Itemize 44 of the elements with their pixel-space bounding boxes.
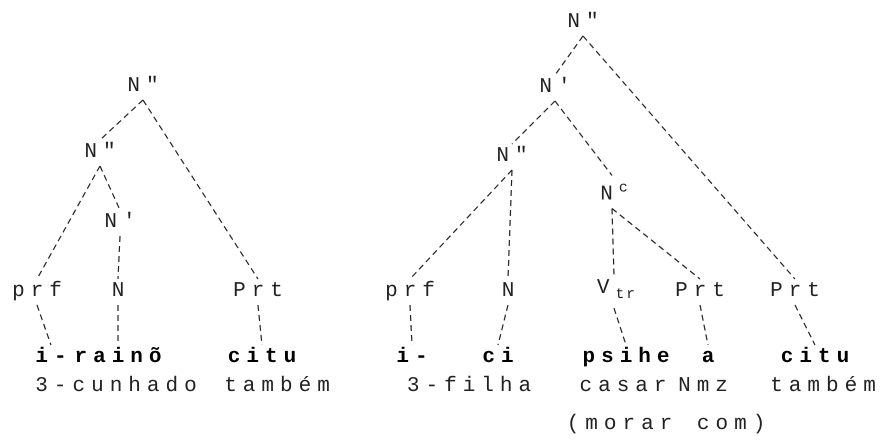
tree-branch [36, 304, 52, 346]
category-label: Prt [764, 280, 826, 304]
tree-branch [699, 304, 709, 346]
tree-branch [512, 100, 556, 144]
category-label: N″ [490, 145, 534, 169]
category-label: N [106, 280, 130, 304]
tree-branch [142, 100, 258, 280]
tree-branch [612, 208, 700, 280]
tree-branch [613, 308, 627, 346]
word-form: citu [222, 346, 302, 370]
category-label: V$_{tr}$ [590, 276, 638, 308]
category-label: Prt [669, 280, 731, 304]
word-form: i- [390, 346, 434, 370]
category-label: N″ [121, 75, 165, 99]
gloss-text: Nmz [677, 375, 734, 399]
category-label: Prt [227, 280, 289, 304]
tree-branch [611, 208, 615, 276]
category-label: N$^{c}$ [594, 176, 630, 208]
category-label: prf [6, 280, 68, 304]
tree-branch [100, 100, 144, 140]
category-label: N″ [561, 11, 605, 35]
category-label: N′ [533, 76, 577, 100]
gloss-text: 3-filha [406, 375, 538, 399]
gloss-text: 3-cunhado [34, 375, 203, 399]
tree-branch [117, 236, 121, 280]
tree-branch [410, 170, 512, 280]
word-form: psihe [576, 346, 676, 370]
word-form: citu [774, 346, 856, 370]
gloss-text: (morar com) [566, 413, 772, 437]
category-label: N′ [98, 211, 142, 235]
tree-branch [554, 100, 612, 176]
tree-branch [582, 36, 796, 280]
category-label: N″ [78, 141, 122, 165]
category-label: prf [379, 280, 441, 304]
gloss-text: também [223, 375, 336, 399]
category-label: N [496, 280, 520, 304]
tree-branch [554, 36, 584, 76]
word-form: ci [476, 346, 520, 370]
gloss-text: casar [578, 375, 672, 399]
gloss-text: também [769, 375, 882, 399]
word-form: a [696, 346, 720, 370]
tree-branch [794, 304, 816, 346]
tree-branch [99, 166, 121, 210]
tree-branch [497, 304, 509, 346]
